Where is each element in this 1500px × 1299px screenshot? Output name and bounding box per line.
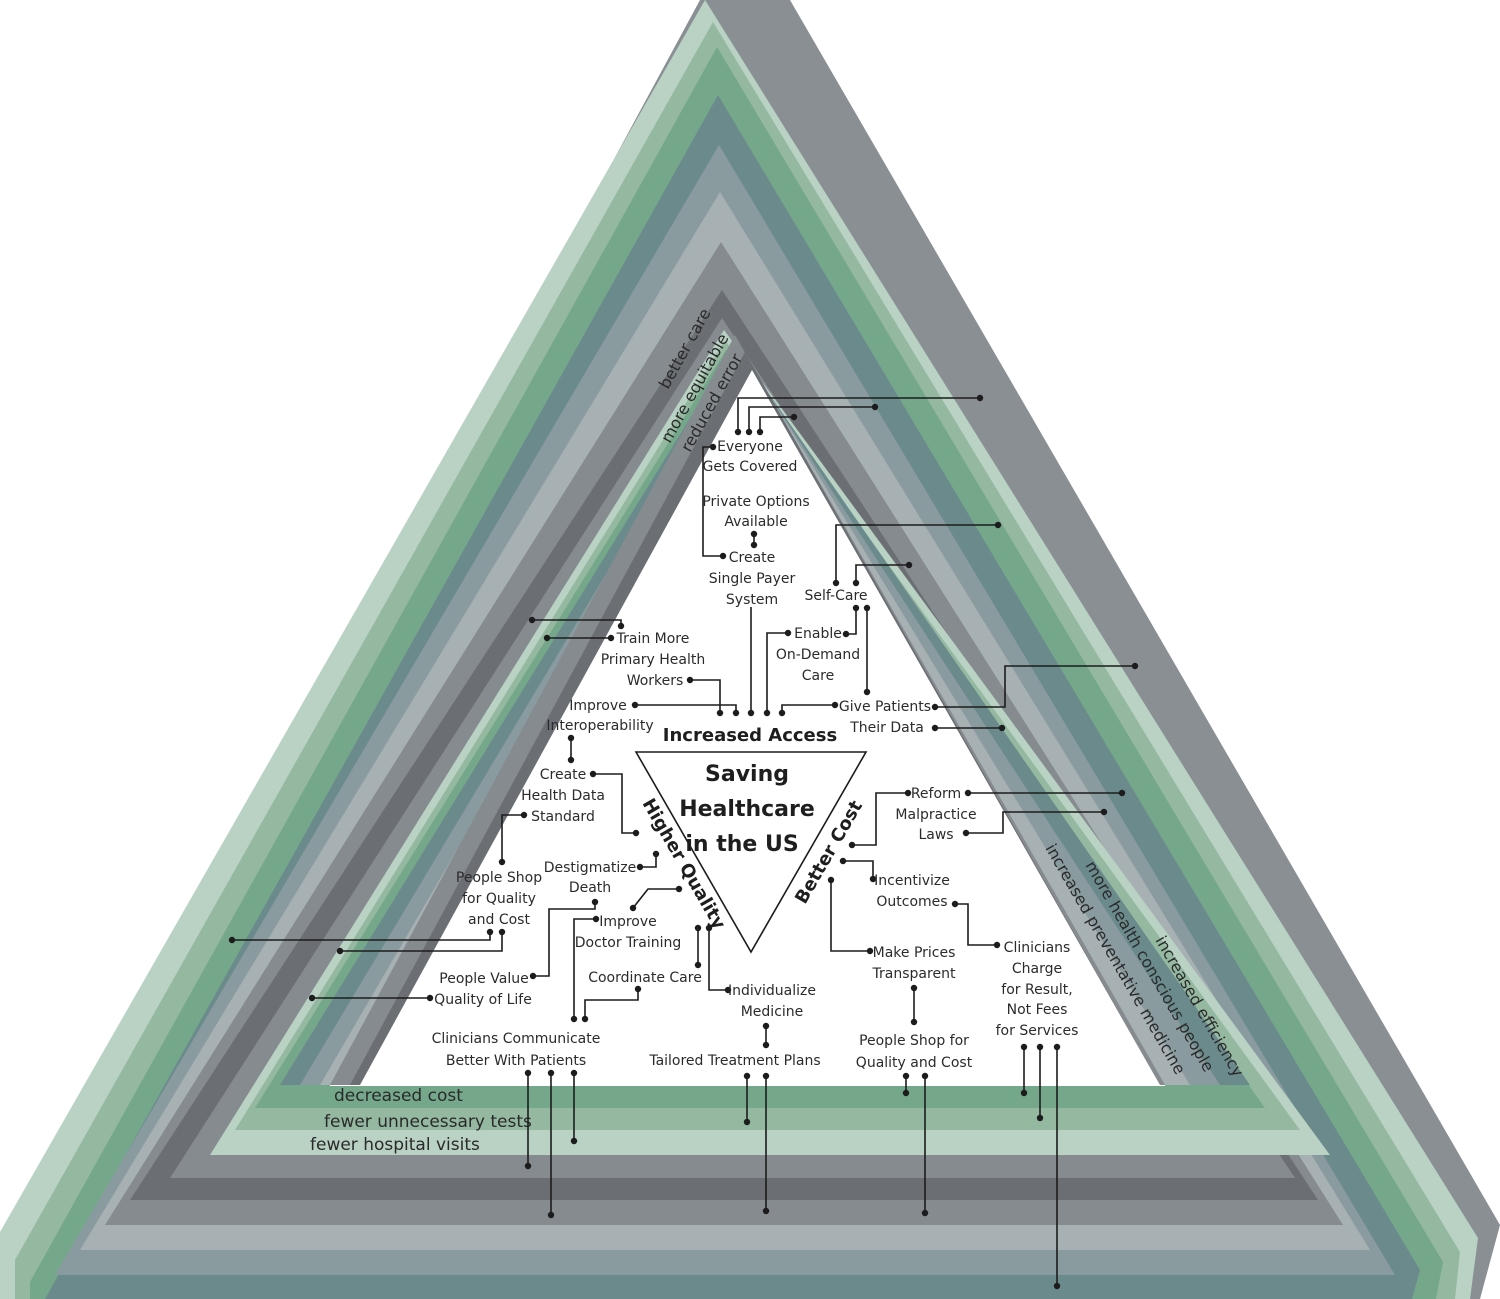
node-line: People Shop (456, 870, 542, 886)
node-give-data: Give Patients Their Data (839, 699, 931, 736)
node-line: Clinicians Communicate (432, 1031, 601, 1047)
node-line: Quality and Cost (856, 1055, 973, 1071)
node-individualize: Individualize Medicine (728, 983, 816, 1020)
node-everyone-covered: Everyone Gets Covered (703, 439, 798, 475)
node-single-payer: Create Single Payer System (709, 550, 796, 608)
node-line: Improve (599, 914, 657, 930)
node-clinicians-charge: Clinicians Charge for Result, Not Fees f… (996, 940, 1079, 1039)
node-interoperability: Improve Interoperability (546, 698, 653, 734)
band-label-fewer-visits: fewer hospital visits (310, 1135, 480, 1155)
node-line: Not Fees (1007, 1002, 1068, 1018)
node-line: System (726, 592, 778, 608)
connector-dots (228, 394, 1139, 1290)
node-value-life: People Value Quality of Life (434, 971, 532, 1008)
node-line: People Shop for (859, 1033, 969, 1049)
node-line: for Services (996, 1023, 1079, 1039)
node-line: Transparent (872, 966, 956, 982)
node-line: People Value (439, 971, 528, 987)
node-labels: Everyone Gets Covered Private Options Av… (432, 439, 1079, 1071)
node-line: On-Demand (776, 647, 860, 663)
node-line: Destigmatize (544, 860, 637, 876)
node-destigmatize: Destigmatize Death (544, 860, 637, 896)
node-line: Train More (616, 631, 690, 647)
node-incentivize: Incentivize Outcomes (874, 873, 950, 910)
node-line: Enable (794, 626, 842, 642)
node-on-demand: Enable On-Demand Care (776, 626, 860, 684)
node-line: Improve (569, 698, 627, 714)
node-line: Available (724, 514, 787, 530)
node-line: and Cost (468, 912, 530, 928)
node-communicate: Clinicians Communicate Better With Patie… (432, 1031, 601, 1069)
node-private-options: Private Options Available (702, 494, 809, 530)
node-line: Quality of Life (434, 992, 532, 1008)
node-line: Give Patients (839, 699, 931, 715)
node-doctor-training: Improve Doctor Training (575, 914, 682, 951)
node-line: Medicine (741, 1004, 804, 1020)
node-line: Single Payer (709, 571, 796, 587)
node-line: Create (729, 550, 776, 566)
node-line: Make Prices (873, 945, 956, 961)
node-line: Their Data (849, 720, 924, 736)
node-health-data-standard: Create Health Data Standard (521, 767, 605, 825)
connectors (232, 397, 1135, 1286)
node-tailored: Tailored Treatment Plans (648, 1053, 820, 1069)
node-line: Incentivize (874, 873, 950, 889)
node-line: Better With Patients (446, 1053, 586, 1069)
node-line: Doctor Training (575, 935, 682, 951)
node-line: Self-Care (804, 588, 867, 604)
node-malpractice: Reform Malpractice Laws (895, 786, 976, 843)
node-shop-quality-right: People Shop for Quality and Cost (856, 1033, 973, 1071)
node-line: Everyone (717, 439, 783, 455)
node-line: Private Options (702, 494, 809, 510)
bottom-band-labels: decreased cost fewer unnecessary tests f… (310, 1086, 532, 1155)
node-line: Death (569, 880, 611, 896)
node-line: Coordinate Care (588, 970, 702, 986)
center-title-line-3: in the US (685, 832, 798, 857)
hub-increased-access: Increased Access (663, 725, 837, 746)
node-shop-quality-left: People Shop for Quality and Cost (456, 870, 542, 928)
node-line: Tailored Treatment Plans (648, 1053, 820, 1069)
center-title-line-1: Saving (705, 762, 789, 787)
node-line: Gets Covered (703, 459, 798, 475)
node-line: Laws (918, 827, 953, 843)
node-line: for Quality (462, 891, 536, 907)
node-coordinate: Coordinate Care (588, 970, 702, 986)
inner-field (360, 370, 1160, 1085)
node-line: Malpractice (895, 807, 976, 823)
node-self-care: Self-Care (804, 588, 867, 604)
node-transparent: Make Prices Transparent (872, 945, 956, 982)
node-line: Primary Health (601, 652, 706, 668)
node-line: Clinicians (1004, 940, 1071, 956)
node-line: Care (802, 668, 834, 684)
band-label-decreased-cost: decreased cost (334, 1086, 463, 1106)
node-line: Reform (911, 786, 961, 802)
node-line: Interoperability (546, 718, 653, 734)
center-triangle-shape (634, 751, 868, 954)
center-title-line-2: Healthcare (679, 797, 815, 822)
node-train-primary: Train More Primary Health Workers (601, 631, 706, 689)
node-line: Workers (627, 673, 684, 689)
node-line: Outcomes (876, 894, 947, 910)
node-line: Charge (1012, 961, 1062, 977)
center-triangle: Saving Healthcare in the US (634, 751, 868, 954)
node-line: for Result, (1001, 982, 1072, 998)
node-line: Health Data (521, 788, 605, 804)
band-label-fewer-tests: fewer unnecessary tests (324, 1112, 532, 1132)
node-line: Create (540, 767, 587, 783)
node-line: Individualize (728, 983, 816, 999)
node-line: Standard (531, 809, 595, 825)
